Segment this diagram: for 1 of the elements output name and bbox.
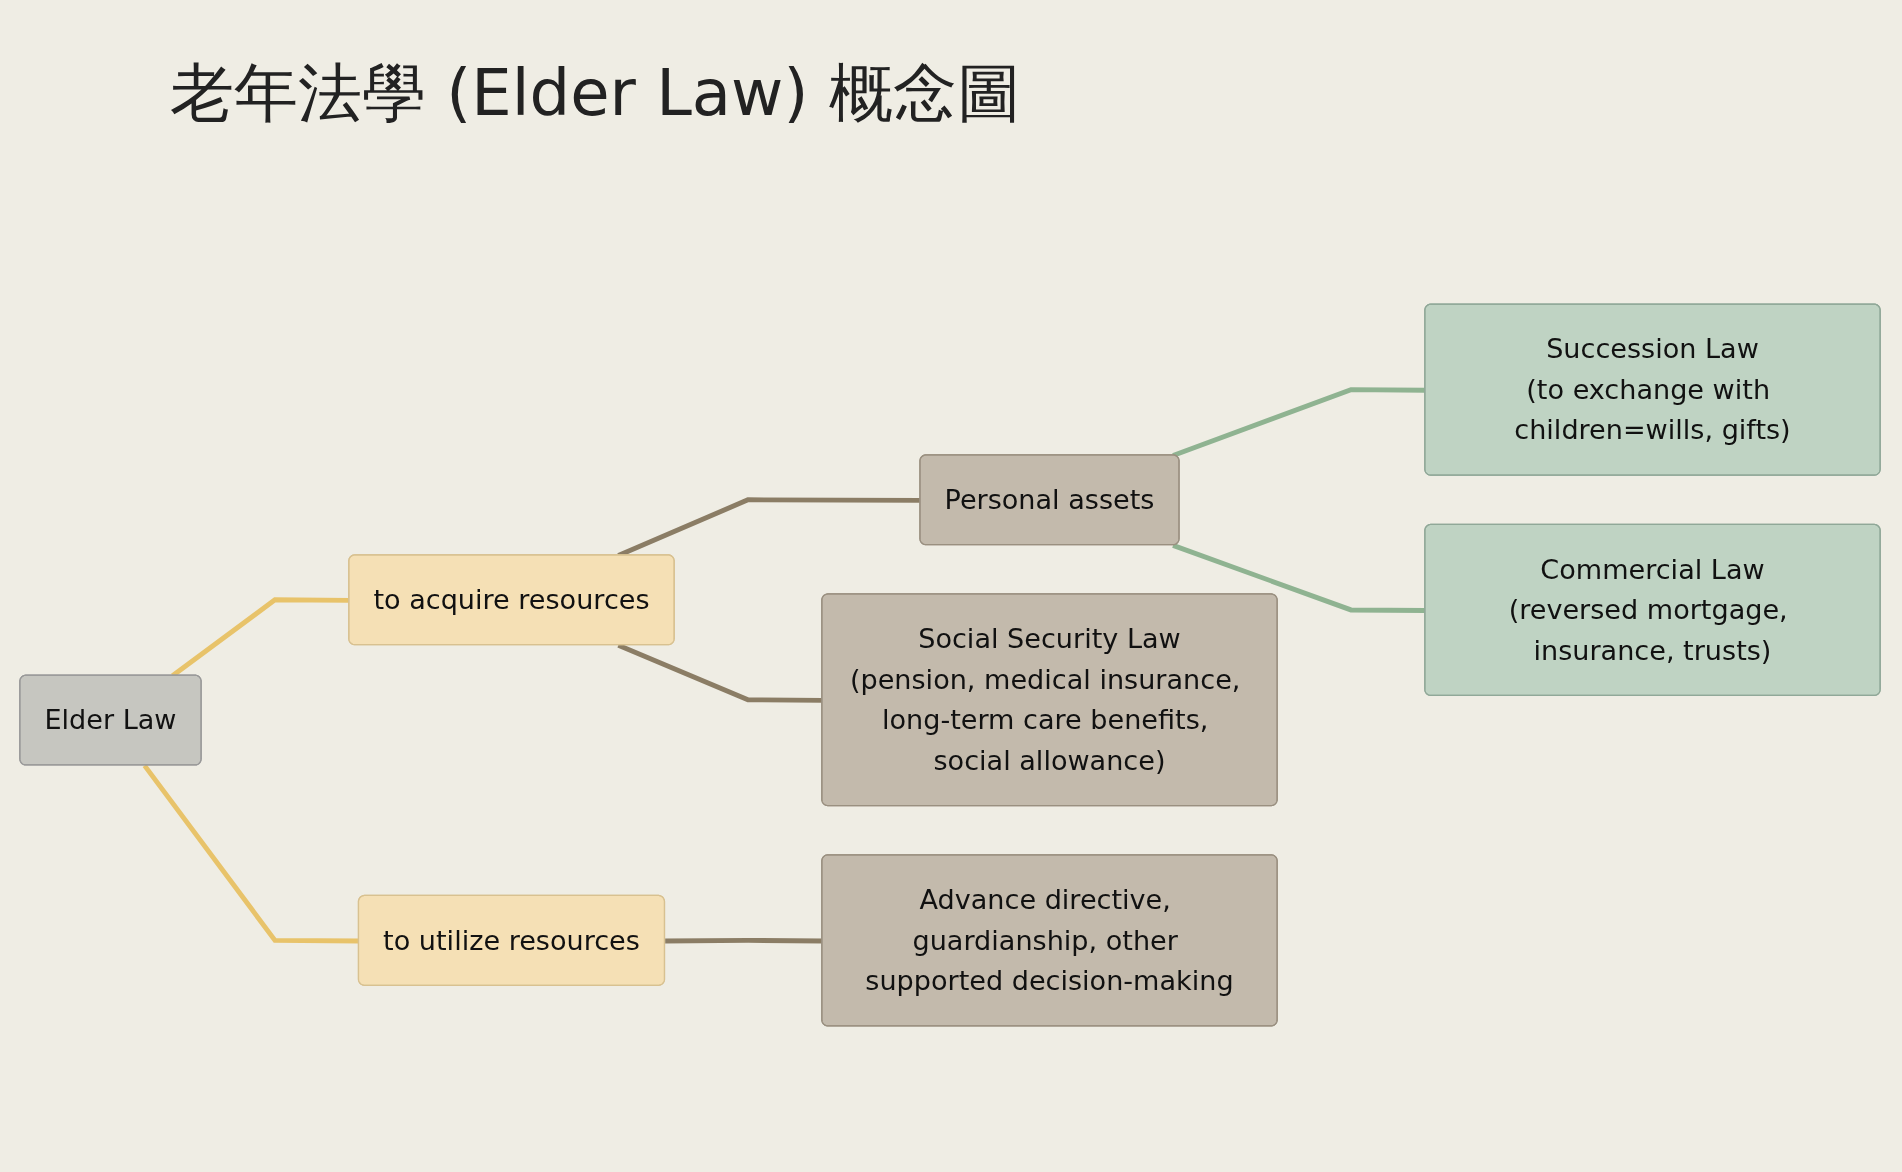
diagram-title: 老年法學 (Elder Law) 概念圖 — [170, 55, 1021, 132]
